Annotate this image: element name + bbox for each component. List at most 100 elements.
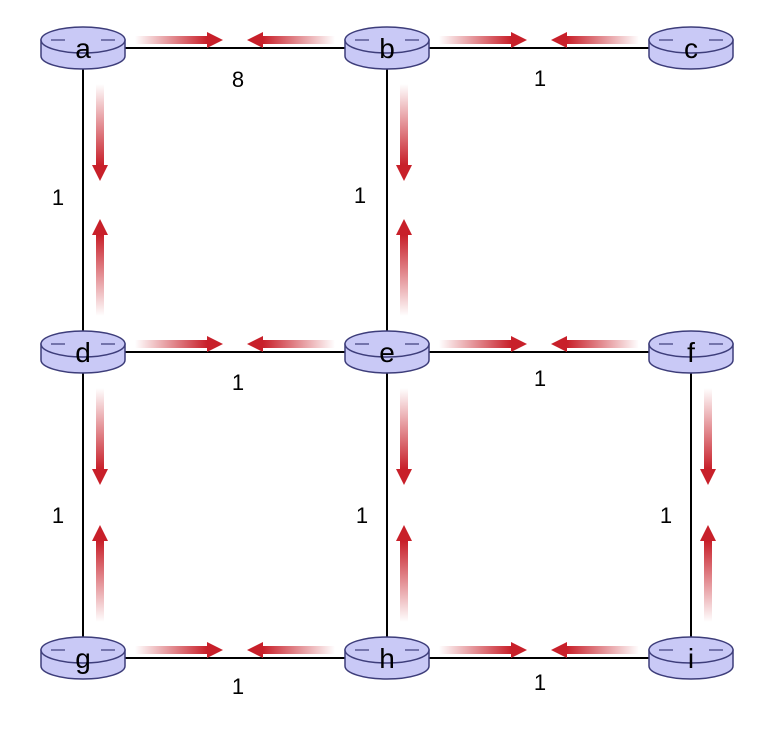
router-label-b: b	[379, 33, 395, 64]
arrow-a-to-d	[92, 84, 108, 181]
router-c: c	[648, 26, 734, 70]
arrow-shaft	[400, 235, 408, 316]
arrow-head	[396, 469, 412, 485]
router-top	[40, 636, 126, 664]
link-weight-d-g: 1	[52, 503, 64, 528]
arrow-shaft	[96, 84, 104, 165]
arrow-head	[247, 336, 263, 352]
link-weight-a-b: 8	[232, 67, 244, 92]
arrow-e-to-h	[396, 388, 412, 485]
router-e: e	[344, 330, 430, 374]
router-label-e: e	[379, 337, 395, 368]
arrow-head	[511, 642, 527, 658]
arrow-head	[511, 32, 527, 48]
arrow-head	[207, 32, 223, 48]
arrow-shaft	[135, 340, 207, 348]
arrow-h-to-i	[439, 642, 527, 658]
arrow-shaft	[263, 646, 335, 654]
arrow-shaft	[96, 388, 104, 469]
router-top	[648, 330, 734, 358]
arrow-head	[700, 469, 716, 485]
router-top	[344, 636, 430, 664]
router-top	[40, 26, 126, 54]
router-top	[648, 636, 734, 664]
router-label-c: c	[684, 33, 698, 64]
arrow-b-to-a	[247, 32, 335, 48]
arrow-h-to-g	[247, 642, 335, 658]
arrow-h-to-e	[396, 525, 412, 622]
arrow-head	[551, 642, 567, 658]
arrow-shaft	[400, 388, 408, 469]
arrow-shaft	[96, 235, 104, 316]
arrow-shaft	[567, 340, 639, 348]
arrow-i-to-h	[551, 642, 639, 658]
arrow-shaft	[135, 36, 207, 44]
router-top	[40, 330, 126, 358]
arrow-head	[700, 525, 716, 541]
arrow-f-to-e	[551, 336, 639, 352]
arrow-head	[92, 165, 108, 181]
arrow-head	[551, 336, 567, 352]
router-d: d	[40, 330, 126, 374]
arrow-shaft	[704, 388, 712, 469]
routers-layer: a b c d e f g h i	[40, 26, 734, 680]
arrow-head	[92, 219, 108, 235]
link-weight-h-i: 1	[534, 670, 546, 695]
arrow-head	[207, 336, 223, 352]
arrow-head	[511, 336, 527, 352]
arrow-shaft	[704, 541, 712, 622]
router-label-f: f	[687, 337, 695, 368]
router-top	[648, 26, 734, 54]
arrow-shaft	[135, 646, 207, 654]
arrow-d-to-g	[92, 388, 108, 485]
link-weight-e-f: 1	[534, 366, 546, 391]
arrow-i-to-f	[700, 525, 716, 622]
arrow-head	[396, 219, 412, 235]
arrow-head	[396, 525, 412, 541]
arrow-shaft	[263, 340, 335, 348]
arrow-a-to-b	[135, 32, 223, 48]
link-weight-b-c: 1	[534, 66, 546, 91]
arrow-shaft	[400, 84, 408, 165]
arrow-g-to-d	[92, 525, 108, 622]
arrow-d-to-e	[135, 336, 223, 352]
arrow-e-to-f	[439, 336, 527, 352]
arrow-head	[396, 165, 412, 181]
arrow-head	[207, 642, 223, 658]
arrow-shaft	[96, 541, 104, 622]
router-i: i	[648, 636, 734, 680]
router-g: g	[40, 636, 126, 680]
arrow-e-to-d	[247, 336, 335, 352]
arrow-shaft	[567, 646, 639, 654]
router-label-a: a	[75, 33, 91, 64]
router-label-h: h	[379, 643, 395, 674]
arrow-e-to-b	[396, 219, 412, 316]
arrow-shaft	[400, 541, 408, 622]
arrow-g-to-h	[135, 642, 223, 658]
arrow-head	[247, 642, 263, 658]
link-weight-a-d: 1	[52, 185, 64, 210]
link-weight-f-i: 1	[660, 503, 672, 528]
router-b: b	[344, 26, 430, 70]
link-weight-e-h: 1	[356, 503, 368, 528]
router-label-d: d	[75, 337, 91, 368]
arrow-f-to-i	[700, 388, 716, 485]
arrow-head	[92, 525, 108, 541]
arrow-b-to-c	[439, 32, 527, 48]
link-weight-b-e: 1	[354, 183, 366, 208]
arrow-b-to-e	[396, 84, 412, 181]
arrow-shaft	[439, 340, 511, 348]
arrow-shaft	[439, 646, 511, 654]
arrow-shaft	[567, 36, 639, 44]
arrow-d-to-a	[92, 219, 108, 316]
arrow-head	[92, 469, 108, 485]
router-f: f	[648, 330, 734, 374]
links-layer	[82, 47, 692, 659]
router-top	[344, 330, 430, 358]
message-arrows-layer	[92, 32, 716, 658]
link-weight-d-e: 1	[232, 370, 244, 395]
arrow-shaft	[263, 36, 335, 44]
router-label-i: i	[688, 643, 694, 674]
